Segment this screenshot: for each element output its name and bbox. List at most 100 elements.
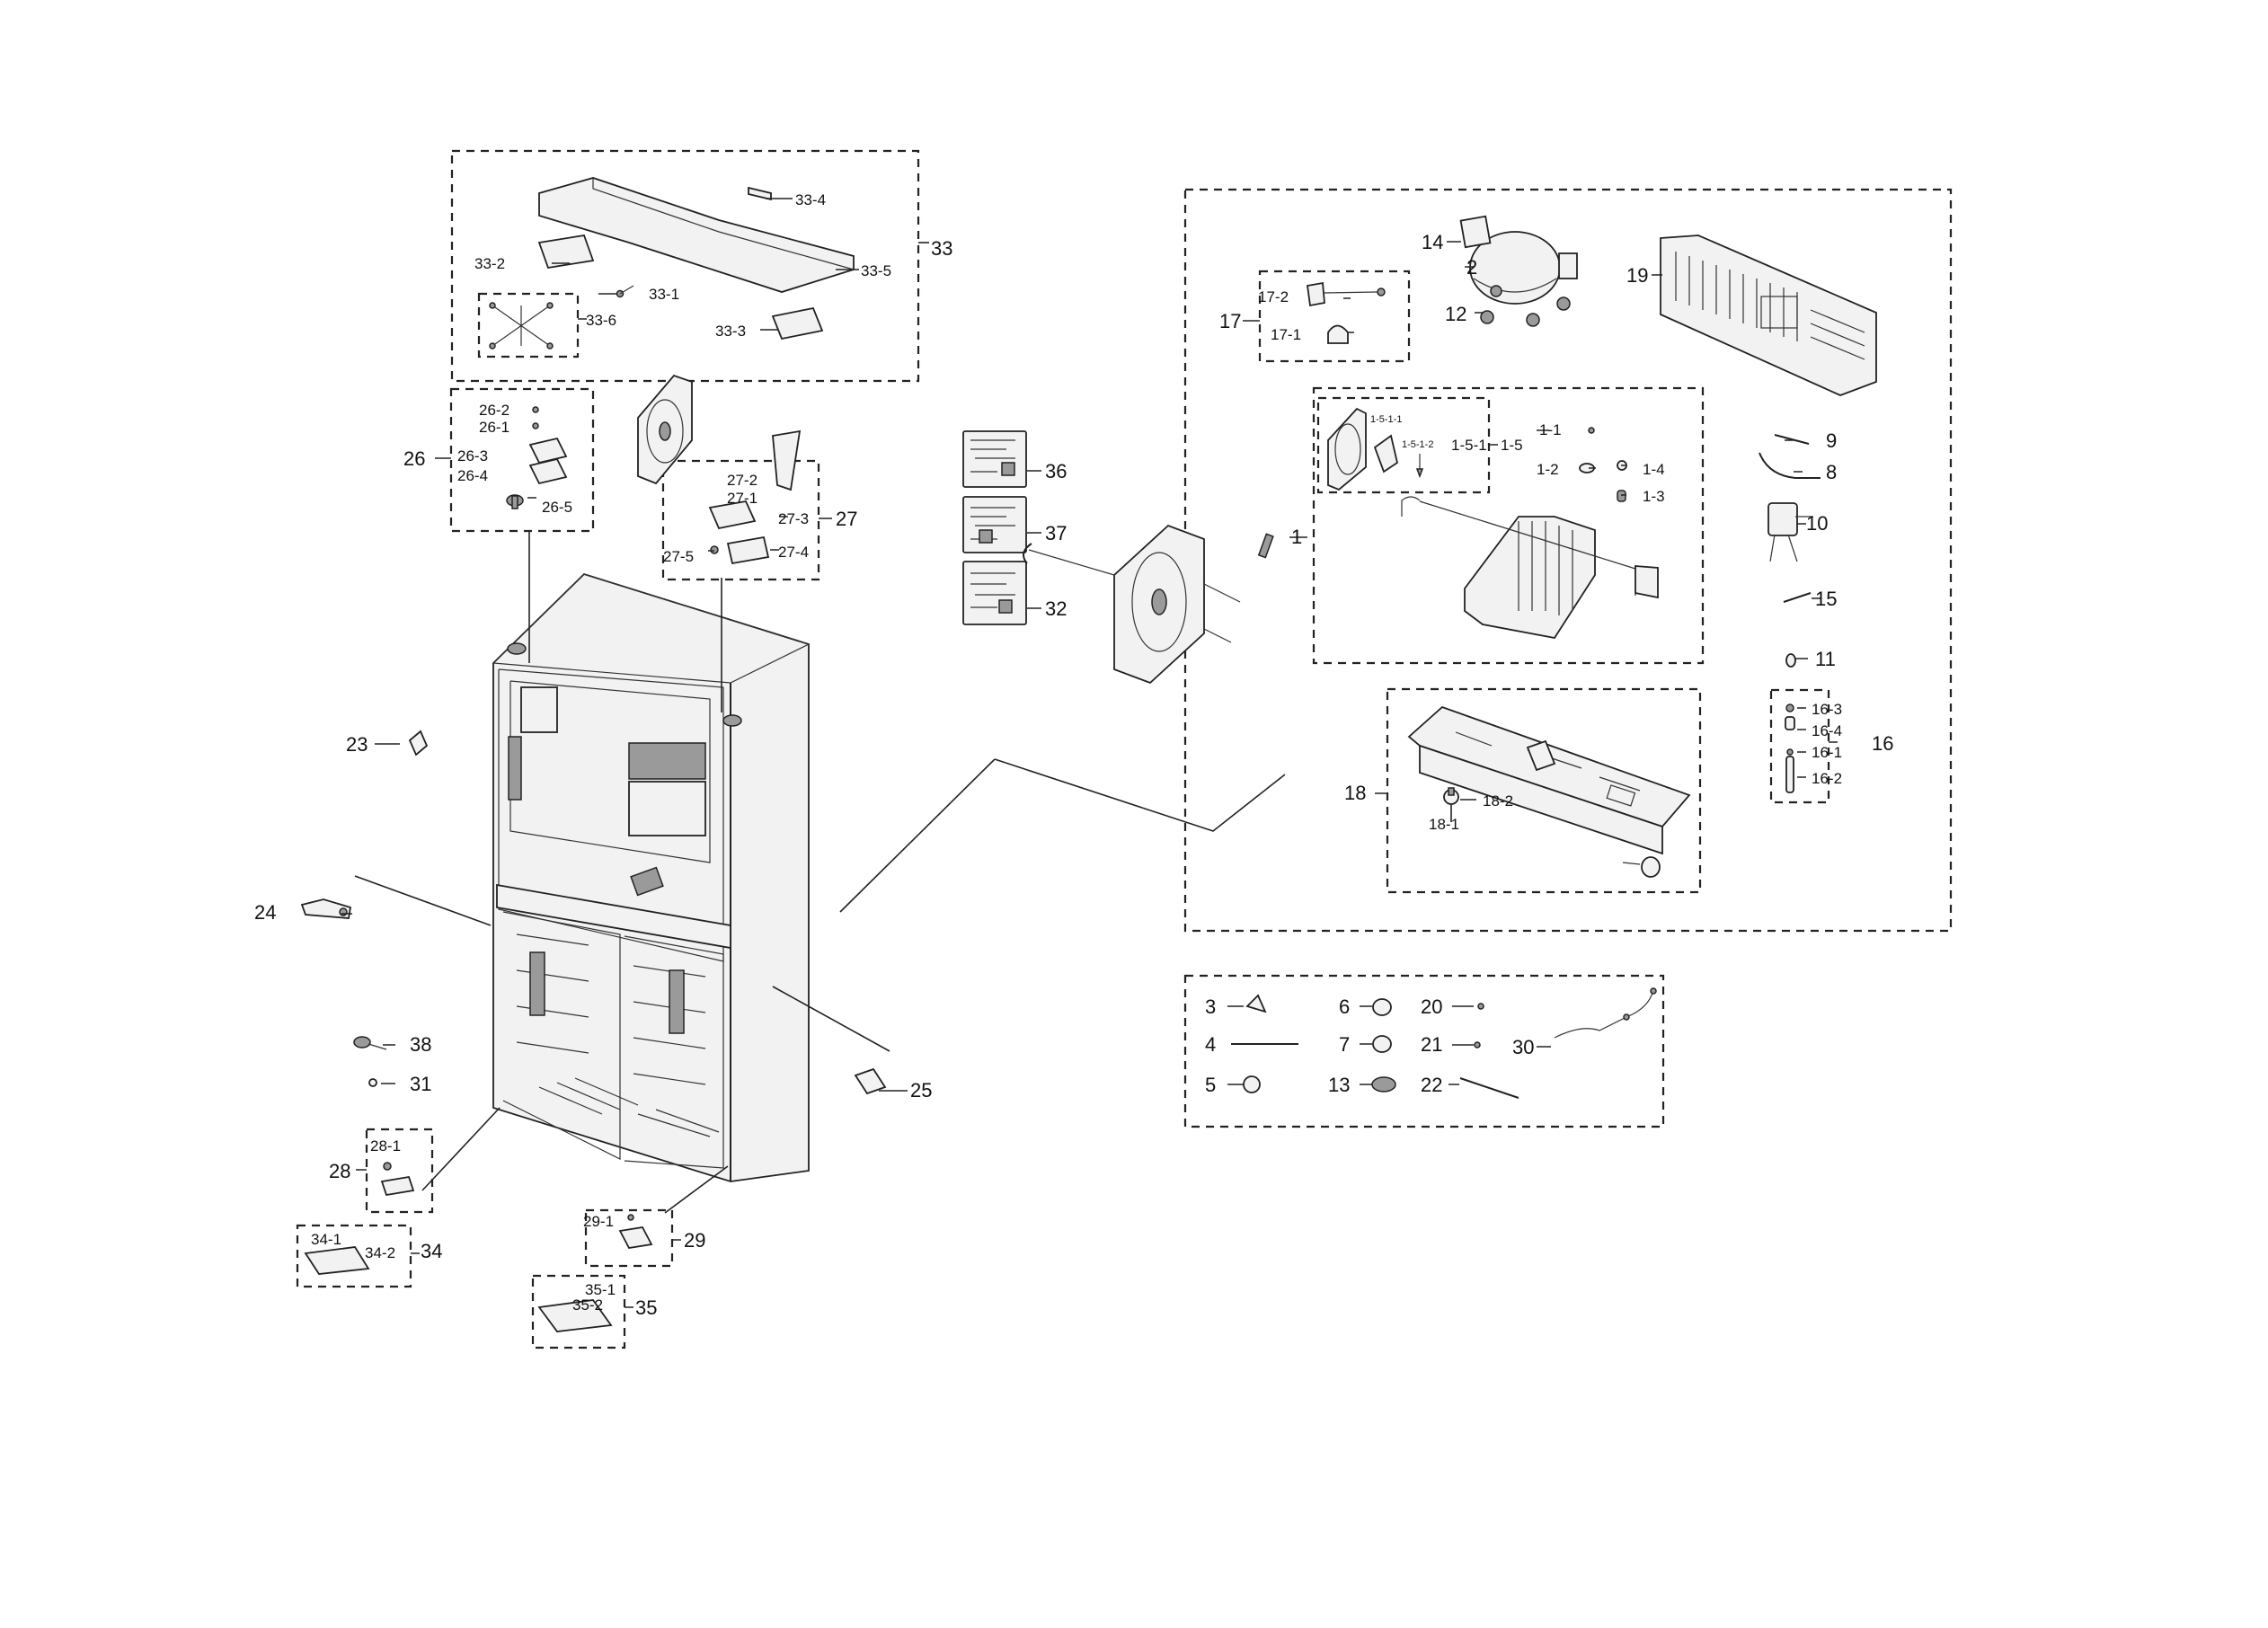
label-1-5-1: 1-5-1 xyxy=(1451,437,1487,454)
fan-assembly xyxy=(1028,524,1274,685)
label-8: 8 xyxy=(1826,461,1837,483)
label-1-5-1-2: 1-5-1-2 xyxy=(1402,439,1433,450)
label-34-2: 34-2 xyxy=(365,1244,395,1261)
label-17-1: 17-1 xyxy=(1271,326,1301,343)
label-20: 20 xyxy=(1421,995,1442,1018)
small-parts xyxy=(1231,987,1657,1099)
label-35-1: 35-1 xyxy=(585,1281,616,1298)
label-17-2: 17-2 xyxy=(1258,288,1289,305)
label-24: 24 xyxy=(254,901,276,924)
label-9: 9 xyxy=(1826,429,1837,452)
label-22: 22 xyxy=(1421,1074,1442,1096)
label-4: 4 xyxy=(1205,1033,1216,1056)
fan-motor-1-5 xyxy=(1327,407,1424,491)
label-1-5: 1-5 xyxy=(1501,437,1523,454)
pcb-37 xyxy=(962,496,1027,553)
group-box-33-6 xyxy=(477,292,580,358)
group-box-33 xyxy=(450,149,920,383)
label-29: 29 xyxy=(684,1229,705,1252)
label-26-2: 26-2 xyxy=(479,402,509,419)
label-1-5-1-1: 1-5-1-1 xyxy=(1370,414,1402,425)
refrigerator-cabinet xyxy=(492,572,811,1182)
label-1-3: 1-3 xyxy=(1643,488,1665,505)
label-26-5: 26-5 xyxy=(542,499,572,516)
harness-37 xyxy=(1023,543,1032,564)
label-1-2: 1-2 xyxy=(1537,461,1559,478)
label-27-1: 27-1 xyxy=(727,490,757,507)
label-29-1: 29-1 xyxy=(583,1213,614,1230)
label-16-1: 16-1 xyxy=(1812,744,1842,761)
label-23: 23 xyxy=(346,733,368,756)
label-15: 15 xyxy=(1815,588,1837,610)
label-33-6: 33-6 xyxy=(586,312,616,329)
label-7: 7 xyxy=(1339,1033,1350,1056)
wire-harness-33-6 xyxy=(489,302,554,349)
group-box-1 xyxy=(1312,386,1705,665)
label-27: 27 xyxy=(836,508,857,530)
group-box-28 xyxy=(365,1128,434,1214)
label-33-1: 33-1 xyxy=(649,286,679,303)
label-11: 11 xyxy=(1815,648,1836,670)
label-14: 14 xyxy=(1422,231,1443,253)
label-2: 2 xyxy=(1466,256,1477,279)
label-17: 17 xyxy=(1219,310,1241,332)
label-34: 34 xyxy=(421,1240,442,1262)
label-16-4: 16-4 xyxy=(1812,722,1842,739)
label-27-3: 27-3 xyxy=(778,510,809,527)
label-21: 21 xyxy=(1421,1033,1442,1056)
group-box-29 xyxy=(584,1208,674,1268)
label-37: 37 xyxy=(1045,522,1067,544)
fan-shroud xyxy=(637,374,693,485)
machine-compartment-cover xyxy=(1660,234,1877,396)
label-1-1: 1-1 xyxy=(1539,421,1562,438)
label-1: 1 xyxy=(1291,526,1302,548)
label-38: 38 xyxy=(410,1033,431,1056)
label-26-1: 26-1 xyxy=(479,419,509,436)
group-box-16 xyxy=(1769,688,1830,804)
control-box-18 xyxy=(1407,705,1691,878)
label-16-2: 16-2 xyxy=(1812,770,1842,787)
label-28: 28 xyxy=(329,1160,350,1182)
label-35-2: 35-2 xyxy=(572,1296,603,1314)
group-box-small-parts xyxy=(1183,974,1665,1128)
leader-lines xyxy=(341,198,1838,1308)
label-5: 5 xyxy=(1205,1074,1216,1096)
pcb-32 xyxy=(962,561,1027,625)
label-33-2: 33-2 xyxy=(474,255,505,272)
pcb-36 xyxy=(962,430,1027,488)
hinge-parts-26 xyxy=(506,406,568,509)
label-3: 3 xyxy=(1205,995,1216,1018)
label-31: 31 xyxy=(410,1073,431,1095)
label-1-4: 1-4 xyxy=(1643,461,1665,478)
relay-parts-17 xyxy=(1306,281,1386,344)
label-6: 6 xyxy=(1339,995,1350,1018)
label-27-5: 27-5 xyxy=(663,548,694,565)
label-36: 36 xyxy=(1045,460,1067,482)
group-box-17 xyxy=(1258,270,1411,363)
label-19: 19 xyxy=(1626,264,1648,287)
group-box-27 xyxy=(661,459,820,581)
label-33-5: 33-5 xyxy=(861,262,891,279)
misc-parts-right xyxy=(1759,434,1821,793)
label-13: 13 xyxy=(1328,1074,1350,1096)
group-box-main-right xyxy=(1183,188,1953,933)
hinge-parts-27 xyxy=(708,429,802,565)
label-18: 18 xyxy=(1344,782,1366,804)
label-26-4: 26-4 xyxy=(457,467,488,484)
label-33-4: 33-4 xyxy=(795,191,826,208)
label-33-3: 33-3 xyxy=(715,323,746,340)
bottom-parts xyxy=(300,730,887,1332)
label-18-1: 18-1 xyxy=(1429,816,1459,833)
label-26-3: 26-3 xyxy=(457,447,488,465)
label-30: 30 xyxy=(1512,1036,1534,1058)
label-16: 16 xyxy=(1872,732,1893,755)
label-32: 32 xyxy=(1045,597,1067,620)
group-box-34 xyxy=(296,1224,412,1288)
label-12: 12 xyxy=(1445,303,1466,325)
group-box-26 xyxy=(449,387,595,533)
label-10: 10 xyxy=(1806,512,1828,535)
group-box-35 xyxy=(531,1274,626,1349)
label-34-1: 34-1 xyxy=(311,1231,341,1248)
label-28-1: 28-1 xyxy=(370,1137,401,1155)
